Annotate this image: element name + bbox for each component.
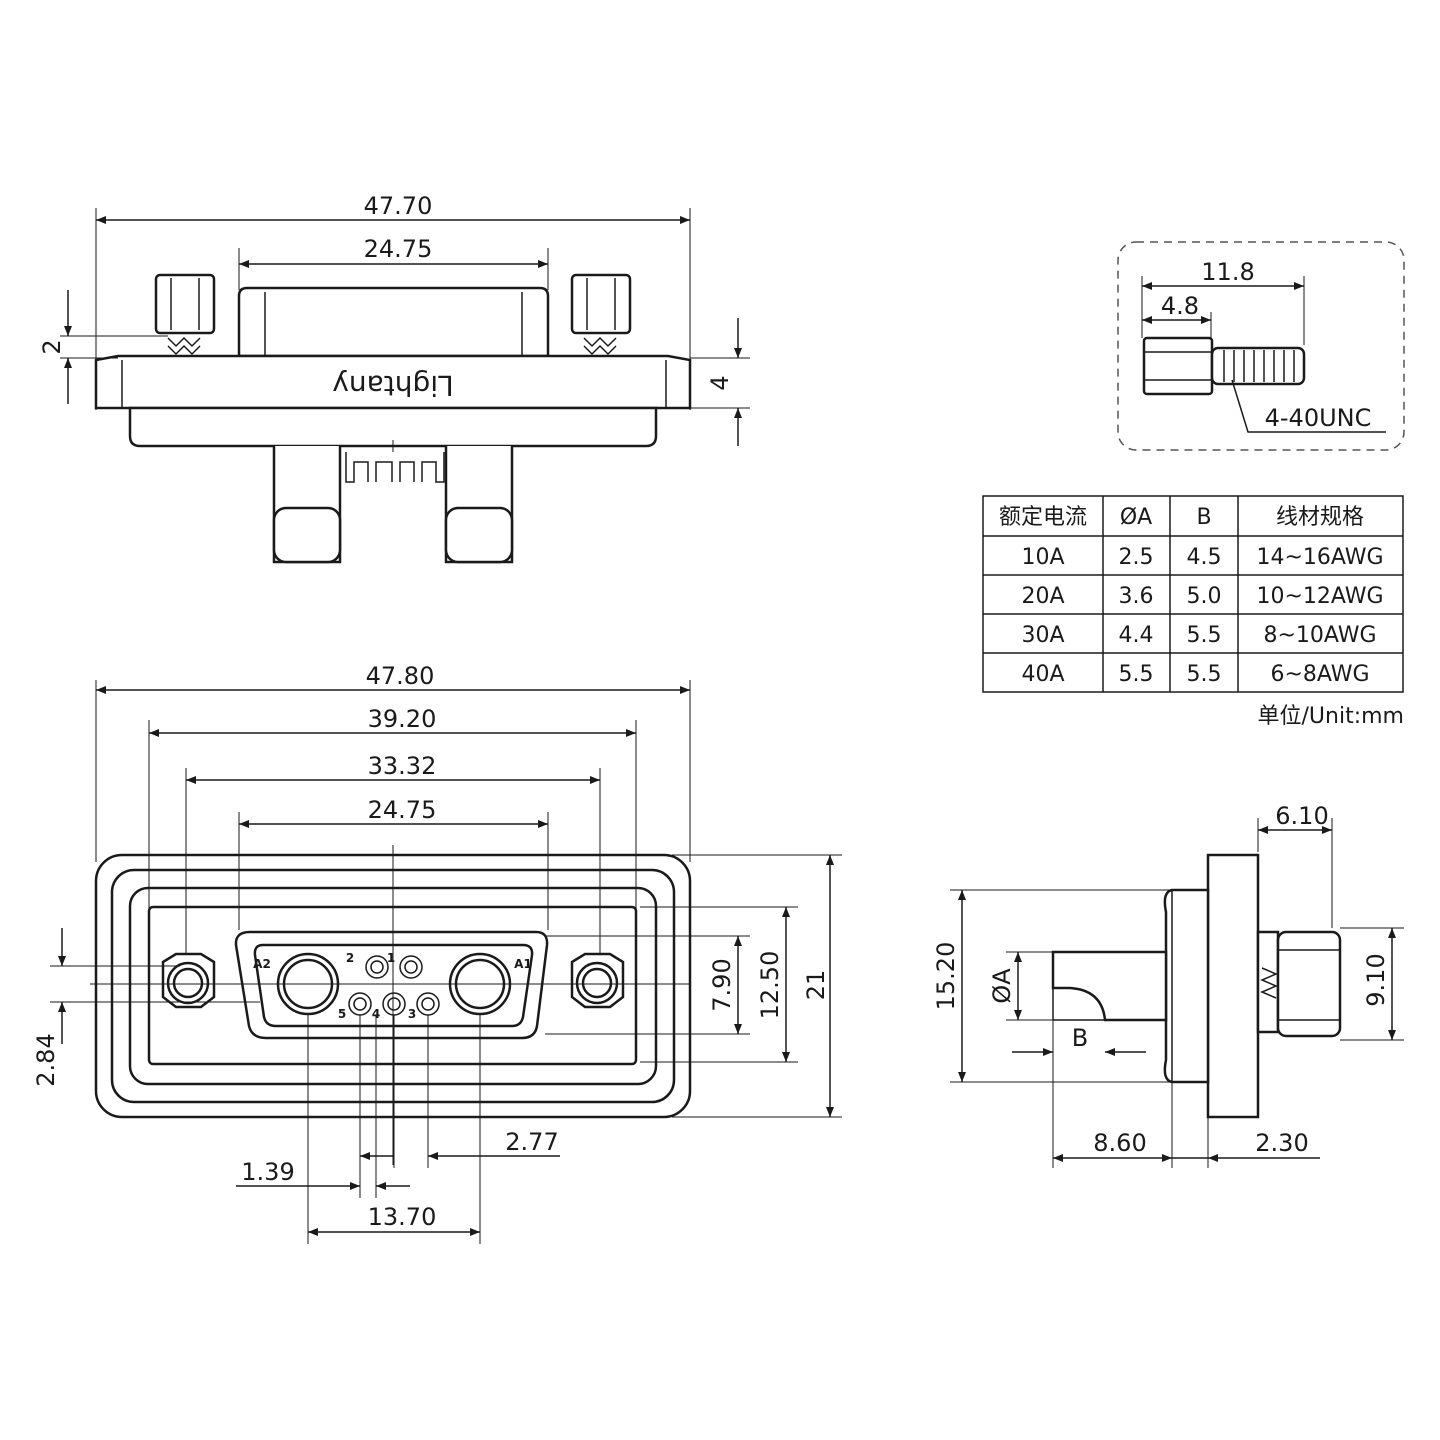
dim-power-pitch: 13.70 xyxy=(368,1203,437,1231)
pin-label-a2: A2 xyxy=(253,957,271,971)
table-cell: 5.5 xyxy=(1119,662,1154,687)
pin-label-a1: A1 xyxy=(514,957,532,971)
dim-screw-gap: 2 xyxy=(38,339,66,354)
dim-nut-height: 9.10 xyxy=(1362,953,1390,1006)
table-cell: 30A xyxy=(1021,623,1064,648)
table-cell: 6~8AWG xyxy=(1270,662,1369,687)
dim-screw-length: 11.8 xyxy=(1201,258,1254,286)
pin-label-4: 4 xyxy=(372,1007,380,1021)
table-cell: 4.5 xyxy=(1187,545,1222,570)
side-view: 6.10 15.20 ØA B 9.10 8.60 2.30 xyxy=(932,802,1404,1168)
dim-pin-pitch-small: 2.77 xyxy=(505,1128,558,1156)
dim-phi-a: ØA xyxy=(988,968,1016,1004)
dim-screw-head: 4.8 xyxy=(1161,292,1199,320)
table-cell: 5.5 xyxy=(1187,623,1222,648)
table-header-cell: B xyxy=(1196,505,1211,530)
table-header-cell: 额定电流 xyxy=(999,505,1087,530)
table-cell: 2.5 xyxy=(1119,545,1154,570)
pin-label-3: 3 xyxy=(408,1007,416,1021)
table-header-cell: ØA xyxy=(1120,505,1152,530)
dim-pin-offset-small: 1.39 xyxy=(241,1158,294,1186)
dim-b: B xyxy=(1072,1024,1088,1052)
brand-mark: Lightany xyxy=(332,369,453,402)
thread-spec: 4-40UNC xyxy=(1265,404,1372,432)
table-cell: 3.6 xyxy=(1119,584,1154,609)
dim-body-height: 15.20 xyxy=(932,942,960,1011)
table-cell: 5.0 xyxy=(1187,584,1222,609)
dim-width-overall: 47.80 xyxy=(366,662,435,690)
dim-overall-width-top: 47.70 xyxy=(364,192,433,220)
table-cell: 4.4 xyxy=(1119,623,1154,648)
table-cell: 20A xyxy=(1021,584,1064,609)
dim-flange-inner-height: 12.50 xyxy=(756,951,784,1020)
dim-flange-height: 21 xyxy=(802,970,830,1001)
table-cell: 8~10AWG xyxy=(1263,623,1376,648)
dim-mount-outer: 39.20 xyxy=(368,705,437,733)
dim-tail-length: 8.60 xyxy=(1093,1129,1146,1157)
dim-hole-offset: 2.84 xyxy=(32,1033,60,1086)
front-view: 47.80 39.20 33.32 24.75 xyxy=(32,662,842,1244)
dim-screw-standoff: 6.10 xyxy=(1275,802,1328,830)
table-cell: 5.5 xyxy=(1187,662,1222,687)
dim-flange-thickness-top: 4 xyxy=(706,375,734,390)
pin-label-5: 5 xyxy=(338,1007,346,1021)
spec-table: 额定电流 ØA B 线材规格 10A 2.5 4.5 14~16AWG 20A 3.6 5.0 10~… xyxy=(982,495,1404,729)
dim-shell-width-top: 24.75 xyxy=(364,235,433,263)
table-cell: 10~12AWG xyxy=(1256,584,1383,609)
table-cell: 10A xyxy=(1021,545,1064,570)
screw-detail: 11.8 4.8 4-40UNC xyxy=(1117,241,1405,451)
pin-label-1: 1 xyxy=(387,951,395,965)
table-cell: 40A xyxy=(1021,662,1064,687)
dim-mount-spacing: 33.32 xyxy=(368,752,437,780)
top-view: 47.70 24.75 Lightany xyxy=(38,192,750,564)
table-cell: 14~16AWG xyxy=(1256,545,1383,570)
table-header-cell: 线材规格 xyxy=(1276,505,1364,530)
unit-label: 单位/Unit:mm xyxy=(1258,704,1404,729)
pin-label-2: 2 xyxy=(346,951,354,965)
dim-flange-thickness-side: 2.30 xyxy=(1255,1129,1308,1157)
dim-shell-height: 7.90 xyxy=(708,958,736,1011)
dim-shell-width-front: 24.75 xyxy=(368,796,437,824)
